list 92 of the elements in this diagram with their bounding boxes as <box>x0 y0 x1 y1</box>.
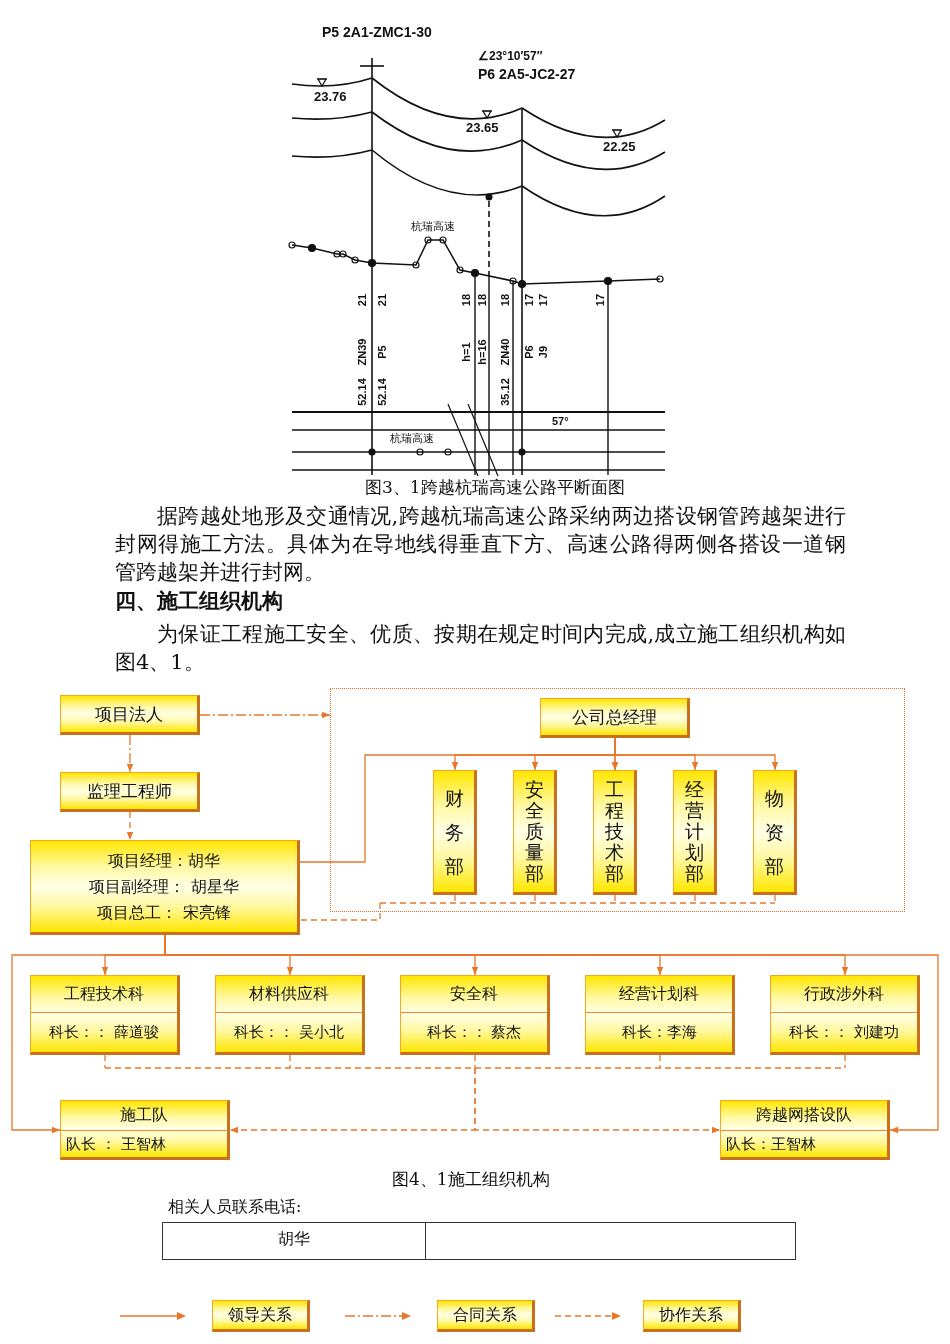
team-leader: 队长：王智林 <box>721 1130 887 1157</box>
connector-line <box>659 1054 661 1069</box>
department-box <box>593 770 637 895</box>
body-paragraph: 据跨越处地形及交通情况,跨越杭瑞高速公路采纳两边搭设钢管跨越架进行封网得施工方法。具体为在导地线得垂直下方、高速公路得两侧各搭设一道钢管跨越架并进行封网。 <box>115 503 846 586</box>
elevation-label: 22.25 <box>603 140 636 155</box>
arrow <box>199 711 331 719</box>
connector-line <box>844 1054 846 1069</box>
department-name: 财务部 <box>443 785 465 879</box>
manager-box <box>30 840 300 935</box>
unit-title: 工程技术科 <box>63 982 145 1005</box>
pole-label: 52.14 <box>376 378 388 406</box>
legend-label: 领导关系 <box>212 1300 310 1332</box>
height-label: h=1 <box>460 342 472 362</box>
role-box <box>60 772 200 812</box>
department-name: 安全质量部 <box>523 779 545 884</box>
distance-label: 17 <box>537 293 549 307</box>
unit-box <box>400 975 550 1055</box>
distance-label: 18 <box>499 293 511 307</box>
pole-label: J9 <box>537 345 549 359</box>
unit-title: 经营计划科 <box>618 982 700 1005</box>
department-box <box>673 770 717 895</box>
connector-line <box>454 894 456 904</box>
department-name: 工程技术部 <box>603 779 625 884</box>
distance-label: 18 <box>460 293 472 307</box>
connector-line <box>104 1054 106 1069</box>
figure-caption: 图3、1跨越杭瑞高速公路平断面图 <box>365 478 625 498</box>
unit-title: 安全科 <box>449 982 499 1005</box>
connector-line <box>614 894 616 904</box>
unit-box <box>770 975 920 1055</box>
legend-label: 协作关系 <box>643 1300 741 1332</box>
staff-line: 项目经理：胡华 <box>108 849 220 872</box>
tower-label: P5 2A1-ZMC1-30 <box>322 24 432 41</box>
arrow <box>299 754 619 863</box>
role-title: 公司总经理 <box>571 705 657 729</box>
staff-line: 项目总工： 宋亮锋 <box>97 901 231 924</box>
elevation-label: 23.65 <box>466 121 499 136</box>
legend-label: 合同关系 <box>437 1300 535 1332</box>
role-box <box>60 695 200 735</box>
unit-box <box>215 975 365 1055</box>
table-cell: 胡华 <box>162 1222 426 1260</box>
dotted-frame <box>330 688 905 912</box>
unit-box <box>585 975 735 1055</box>
distance-label: 21 <box>376 293 388 307</box>
body-paragraph: 为保证工程施工安全、优质、按期在规定时间内完成,成立施工组织机构如图4、1。 <box>115 621 846 676</box>
table-heading: 相关人员联系电话: <box>168 1198 302 1217</box>
unit-title: 材料供应科 <box>248 982 330 1005</box>
connector-line <box>694 894 696 904</box>
pole-label: P6 <box>523 345 535 359</box>
arrow <box>614 737 779 771</box>
department-name: 经营计划部 <box>683 779 705 884</box>
department-box <box>433 770 477 895</box>
tower-label: P6 2A5-JC2-27 <box>478 66 576 83</box>
department-box <box>513 770 557 895</box>
distance-label: 17 <box>523 293 535 307</box>
role-box <box>540 698 690 738</box>
department-box <box>753 770 797 895</box>
height-label: h=16 <box>476 339 488 365</box>
unit-leader: 科长：： 薛道骏 <box>31 1012 177 1052</box>
unit-leader: 科长：： 吴小北 <box>216 1012 362 1052</box>
distance-label: 21 <box>356 293 368 307</box>
pole-label: P5 <box>376 345 388 359</box>
unit-leader: 科长：： 刘建功 <box>771 1012 917 1052</box>
team-box <box>60 1100 230 1160</box>
unit-leader: 科长：： 蔡杰 <box>401 1012 547 1052</box>
section-heading: 四、施工组织机构 <box>115 589 283 614</box>
distance-label: 18 <box>476 293 488 307</box>
unit-box <box>30 975 180 1055</box>
figure-caption: 图4、1施工组织机构 <box>392 1170 550 1190</box>
unit-title: 行政涉外科 <box>803 982 885 1005</box>
pole-label: ZN39 <box>356 338 368 366</box>
team-box <box>720 1100 890 1160</box>
unit-leader: 科长：李海 <box>586 1012 732 1052</box>
team-title: 跨越网搭设队 <box>755 1104 853 1126</box>
angle-label: ∠23°10′57″ <box>478 50 543 64</box>
team-leader: 队长 ： 王智林 <box>61 1130 227 1157</box>
staff-line: 项目副经理： 胡星华 <box>89 875 239 898</box>
connector-line <box>474 1054 476 1069</box>
arrow <box>126 811 134 841</box>
role-title: 监理工程师 <box>86 779 172 803</box>
distance-label: 17 <box>594 293 606 307</box>
road-label: 杭瑞高速 <box>390 433 434 446</box>
road-label: 杭瑞高速 <box>411 221 455 234</box>
department-name: 物资部 <box>763 785 785 879</box>
pole-label: ZN40 <box>499 338 511 366</box>
pole-label: 35.12 <box>499 378 511 406</box>
role-title: 项目法人 <box>95 702 163 726</box>
angle-label: 57° <box>552 415 569 428</box>
elevation-label: 23.76 <box>314 90 347 105</box>
connector-line <box>774 894 776 904</box>
team-title: 施工队 <box>119 1104 169 1126</box>
arrow <box>126 734 134 773</box>
pole-label: 52.14 <box>356 378 368 406</box>
